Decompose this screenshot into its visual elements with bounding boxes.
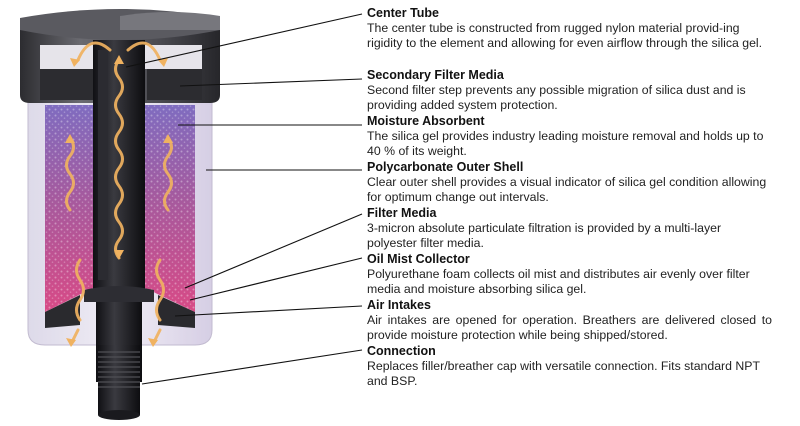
label-polycarbonate-outer-shell: Polycarbonate Outer Shell Clear outer sh…: [367, 160, 772, 206]
label-center-tube: Center Tube The center tube is construct…: [367, 6, 772, 52]
label-filter-media: Filter Media 3-micron absolute particula…: [367, 206, 772, 252]
label-title: Center Tube: [367, 6, 439, 20]
label-secondary-filter-media: Secondary Filter Media Second filter ste…: [367, 68, 772, 114]
label-title: Air Intakes: [367, 298, 431, 312]
label-title: Oil Mist Collector: [367, 252, 470, 266]
center-tube: [84, 40, 154, 302]
label-description: Replaces filler/breather cap with versat…: [367, 359, 760, 389]
label-description: Second filter step prevents any possible…: [367, 83, 746, 113]
label-title: Filter Media: [367, 206, 437, 220]
label-connection: Connection Replaces filler/breather cap …: [367, 344, 772, 390]
airflow-arrows-icon: [65, 41, 173, 344]
label-description: The center tube is constructed from rugg…: [367, 21, 763, 51]
label-title: Connection: [367, 344, 436, 358]
label-oil-mist-collector: Oil Mist Collector Polyurethane foam col…: [367, 252, 772, 298]
leader-lines: [125, 13, 363, 385]
label-description: Clear outer shell provides a visual indi…: [367, 175, 767, 205]
label-description: Polyurethane foam collects oil mist and …: [367, 267, 750, 297]
label-title: Polycarbonate Outer Shell: [367, 160, 524, 174]
label-description: The silica gel provides industry leading…: [367, 129, 764, 159]
label-moisture-absorbent: Moisture Absorbent The silica gel provid…: [367, 114, 772, 160]
oil-mist-collector: [45, 295, 195, 328]
label-description: Air intakes are opened for operation. Br…: [367, 313, 772, 343]
label-title: Secondary Filter Media: [367, 68, 504, 82]
label-description: 3-micron absolute particulate filtration…: [367, 221, 722, 251]
label-title: Moisture Absorbent: [367, 114, 485, 128]
label-air-intakes: Air Intakes Air intakes are opened for o…: [367, 298, 772, 344]
connection-fitting: [96, 302, 142, 420]
arrowheads-icon: [65, 55, 173, 347]
